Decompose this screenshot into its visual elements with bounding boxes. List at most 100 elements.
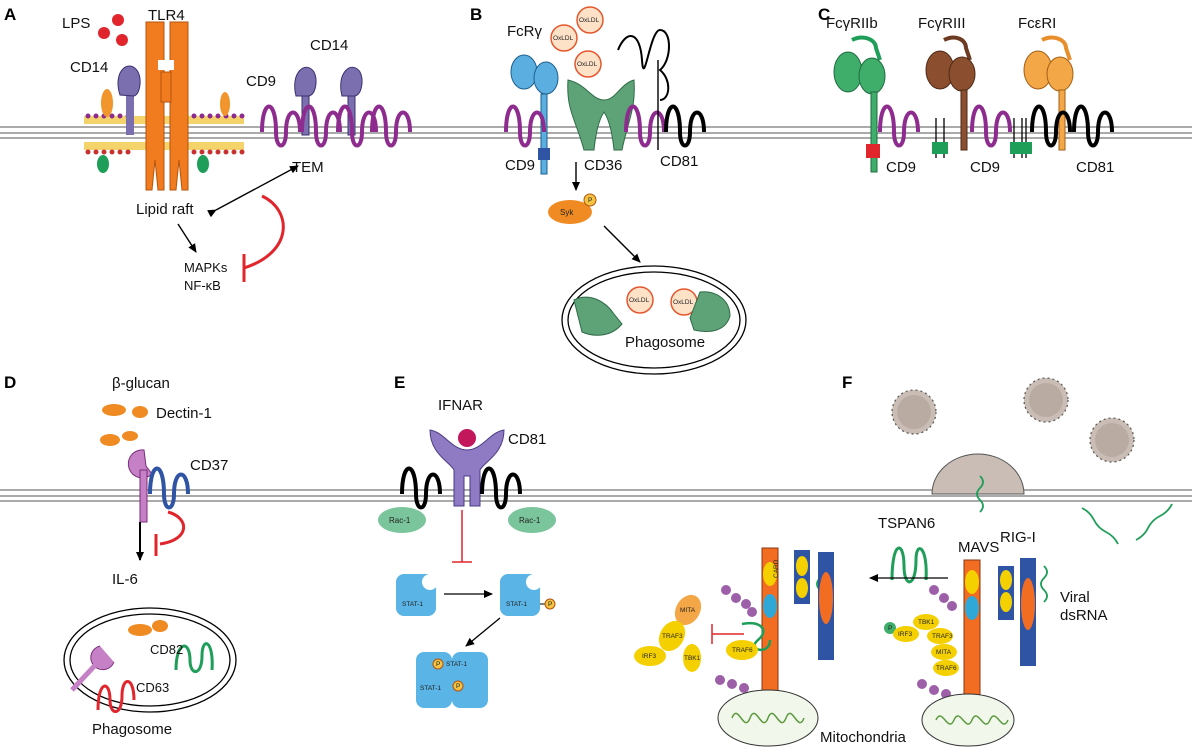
ifnar-receptor — [429, 429, 505, 507]
svg-text:P: P — [456, 683, 460, 690]
fcrgamma-receptor — [510, 54, 559, 175]
mitochondria-label: Mitochondria — [820, 729, 907, 746]
bglucan-label: β-glucan — [112, 375, 170, 392]
tetraspanins-c — [878, 104, 1012, 148]
rigi-label: RIG-I — [1000, 529, 1036, 546]
panel-letter-b: B — [470, 5, 482, 24]
svg-text:CARD: CARD — [773, 559, 780, 578]
panel-d: D β-glucan Dectin-1 CD37 IL-6 CD82 — [4, 373, 237, 738]
nfkb-label: NF-κB — [184, 278, 221, 293]
panel-letter-e: E — [394, 373, 405, 392]
svg-text:OxLDL: OxLDL — [579, 17, 600, 24]
tem-tetraspanins — [260, 104, 412, 148]
fcgriib-receptor — [833, 35, 886, 173]
svg-text:OxLDL: OxLDL — [553, 35, 574, 42]
cd9-label-b: CD9 — [505, 157, 535, 174]
stat1-dimer: P STAT-1 P STAT-1 — [416, 652, 488, 708]
cd36-receptor — [567, 79, 635, 151]
mapks-label: MAPKs — [184, 260, 228, 275]
mavs-right — [963, 559, 981, 701]
stat1-a: STAT-1 — [396, 574, 438, 616]
panel-letter-a: A — [4, 5, 16, 24]
dsrna-label: dsRNA — [1060, 607, 1108, 624]
arrow-raft-tem — [207, 165, 299, 218]
inhibition-cd37 — [159, 510, 186, 546]
raft-protein-orange-right — [220, 92, 230, 116]
cd81-label-e: CD81 — [508, 431, 546, 448]
fcgriii-receptor — [925, 35, 976, 158]
panel-f: F TSPAN6 RIG-I MAVS Viral dsRNA CAR — [634, 373, 1173, 747]
svg-text:P: P — [888, 625, 892, 632]
raft-protein-green-right — [197, 155, 209, 173]
tlr4-label: TLR4 — [148, 7, 185, 24]
arrow-raft-mapks — [177, 223, 197, 253]
ubiquitin-chain-left — [715, 585, 757, 693]
arrow-syk-phagosome — [603, 225, 641, 263]
raft-protein-green-left — [97, 155, 109, 173]
tspan6-label: TSPAN6 — [878, 515, 935, 532]
signaling-adapters-left: MITA TRAF3 IRF3 TBK1 TRAF6 — [634, 594, 758, 672]
svg-text:OxLDL: OxLDL — [673, 299, 694, 306]
fcgriii-label: FcγRIII — [918, 15, 966, 32]
svg-text:IRF3: IRF3 — [898, 631, 912, 638]
cd9-label-a: CD9 — [246, 73, 276, 90]
cd37-tetraspanin — [148, 466, 190, 510]
panel-letter-c: C — [818, 5, 830, 24]
lipid-raft-label: Lipid raft — [136, 201, 194, 218]
mavs-left: CARD — [761, 547, 780, 699]
rigi-left — [794, 550, 834, 660]
svg-text:P: P — [548, 601, 552, 608]
svg-text:IRF3: IRF3 — [642, 653, 656, 660]
svg-text:MITA: MITA — [936, 649, 952, 656]
tspan6-bound-left — [741, 621, 772, 651]
panel-e: E IFNAR CD81 Rac-1 Rac-1 STAT-1 — [378, 373, 556, 708]
cd81-b — [617, 28, 706, 150]
svg-text:TRAF3: TRAF3 — [932, 633, 953, 640]
svg-text:Syk: Syk — [560, 208, 574, 217]
cd63-label: CD63 — [136, 680, 169, 695]
arrow-stat1-dimer — [465, 617, 501, 647]
svg-text:STAT-1: STAT-1 — [506, 601, 527, 608]
inhibition-tem-mapks — [243, 194, 285, 270]
rac1-right: Rac-1 — [508, 507, 556, 533]
svg-text:Rac-1: Rac-1 — [519, 516, 541, 525]
svg-text:TRAF6: TRAF6 — [732, 647, 753, 654]
cd9-label-c1: CD9 — [886, 159, 916, 176]
cd14-right-label: CD14 — [310, 37, 348, 54]
panel-b: B FcRγ OxLDL OxLDL OxLDL CD9 — [470, 5, 747, 375]
cd14-left-label: CD14 — [70, 59, 108, 76]
fceri-receptor — [1010, 35, 1074, 158]
svg-text:STAT-1: STAT-1 — [446, 661, 467, 668]
panel-a: A LPS TLR4 CD14 — [4, 5, 412, 293]
panel-c: C FcγRIIb FcγRIII FcεRI — [818, 5, 1114, 176]
cd37-label: CD37 — [190, 457, 228, 474]
il6-label: IL-6 — [112, 571, 138, 588]
lps-label: LPS — [62, 15, 90, 32]
ifnar-label: IFNAR — [438, 397, 483, 414]
mitochondrion-right — [921, 693, 1015, 747]
mitochondrion-left — [717, 689, 819, 747]
syk-kinase: Syk P — [548, 193, 597, 224]
cd9-label-c2: CD9 — [970, 159, 1000, 176]
signaling-adapters-right: P IRF3 TBK1 TRAF3 MITA TRAF6 — [884, 614, 959, 676]
cd82-label: CD82 — [150, 642, 183, 657]
fcrgamma-label: FcRγ — [507, 23, 542, 40]
fceri-label: FcεRI — [1018, 15, 1056, 32]
svg-text:TBK1: TBK1 — [918, 619, 935, 626]
svg-text:P: P — [588, 197, 592, 204]
phagosome-d — [63, 607, 237, 713]
virus-particles — [891, 377, 1135, 495]
panel-letter-f: F — [842, 373, 852, 392]
svg-text:TBK1: TBK1 — [684, 655, 701, 662]
cd14-left — [117, 65, 141, 135]
phagosome-label-b: Phagosome — [625, 334, 705, 351]
cd81-label-c: CD81 — [1076, 159, 1114, 176]
bglucan-particles — [100, 404, 148, 446]
tlr4-receptor — [145, 21, 189, 191]
svg-text:MITA: MITA — [680, 607, 696, 614]
dectin-label: Dectin-1 — [156, 405, 212, 422]
svg-text:P: P — [436, 661, 440, 668]
viral-label: Viral — [1060, 589, 1090, 606]
raft-protein-orange — [101, 89, 113, 117]
